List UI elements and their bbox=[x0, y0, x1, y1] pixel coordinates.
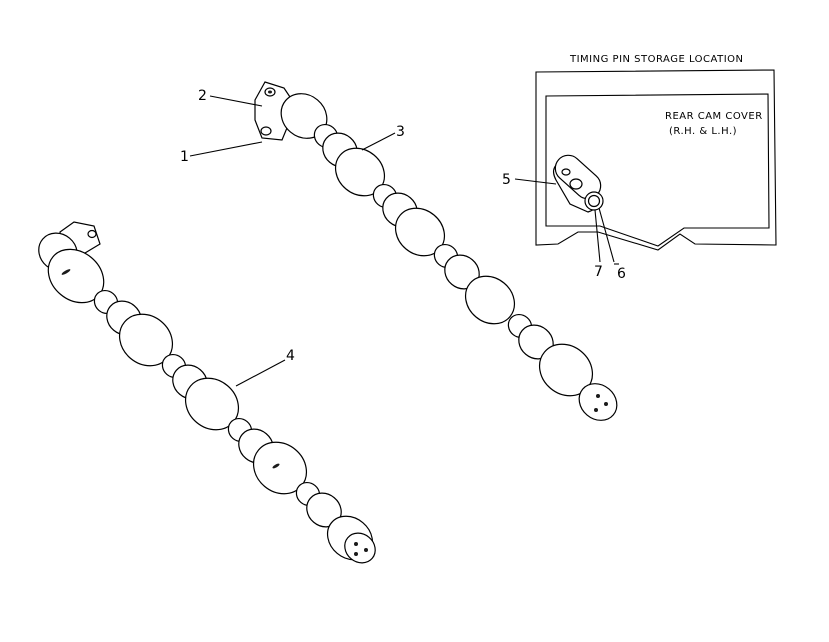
callouts: 2 1 3 4 5 7 6 bbox=[180, 88, 626, 387]
leader-5 bbox=[514, 178, 557, 185]
rear-cam-cover-inner-outline bbox=[545, 93, 770, 247]
inset-label-line2: (R.H. & L.H.) bbox=[669, 126, 737, 137]
camshaft-lower bbox=[38, 221, 376, 564]
leader-6 bbox=[598, 207, 615, 263]
leader-3 bbox=[361, 132, 396, 151]
callout-3: 3 bbox=[396, 124, 405, 140]
camshaft-upper bbox=[254, 81, 618, 421]
timing-pin bbox=[584, 191, 604, 211]
callout-2: 2 bbox=[198, 88, 207, 104]
callout-7: 7 bbox=[594, 264, 603, 280]
leader-7 bbox=[594, 209, 601, 263]
rear-cam-cover-outline bbox=[535, 69, 777, 251]
shaft-segments bbox=[280, 93, 618, 421]
callout-4: 4 bbox=[286, 348, 295, 364]
timing-pin-storage-inset: TIMING PIN STORAGE LOCATION REAR CAM COV… bbox=[514, 54, 777, 265]
leader-2 bbox=[209, 95, 263, 107]
callout-5: 5 bbox=[502, 172, 511, 188]
callout-6: 6 bbox=[617, 266, 626, 282]
callout-1: 1 bbox=[180, 149, 189, 165]
shaft-segments-lower bbox=[38, 232, 376, 564]
leader-1 bbox=[189, 141, 263, 157]
inset-title: TIMING PIN STORAGE LOCATION bbox=[569, 54, 744, 65]
leader-4 bbox=[235, 359, 286, 387]
inset-label-line1: REAR CAM COVER bbox=[665, 111, 763, 122]
